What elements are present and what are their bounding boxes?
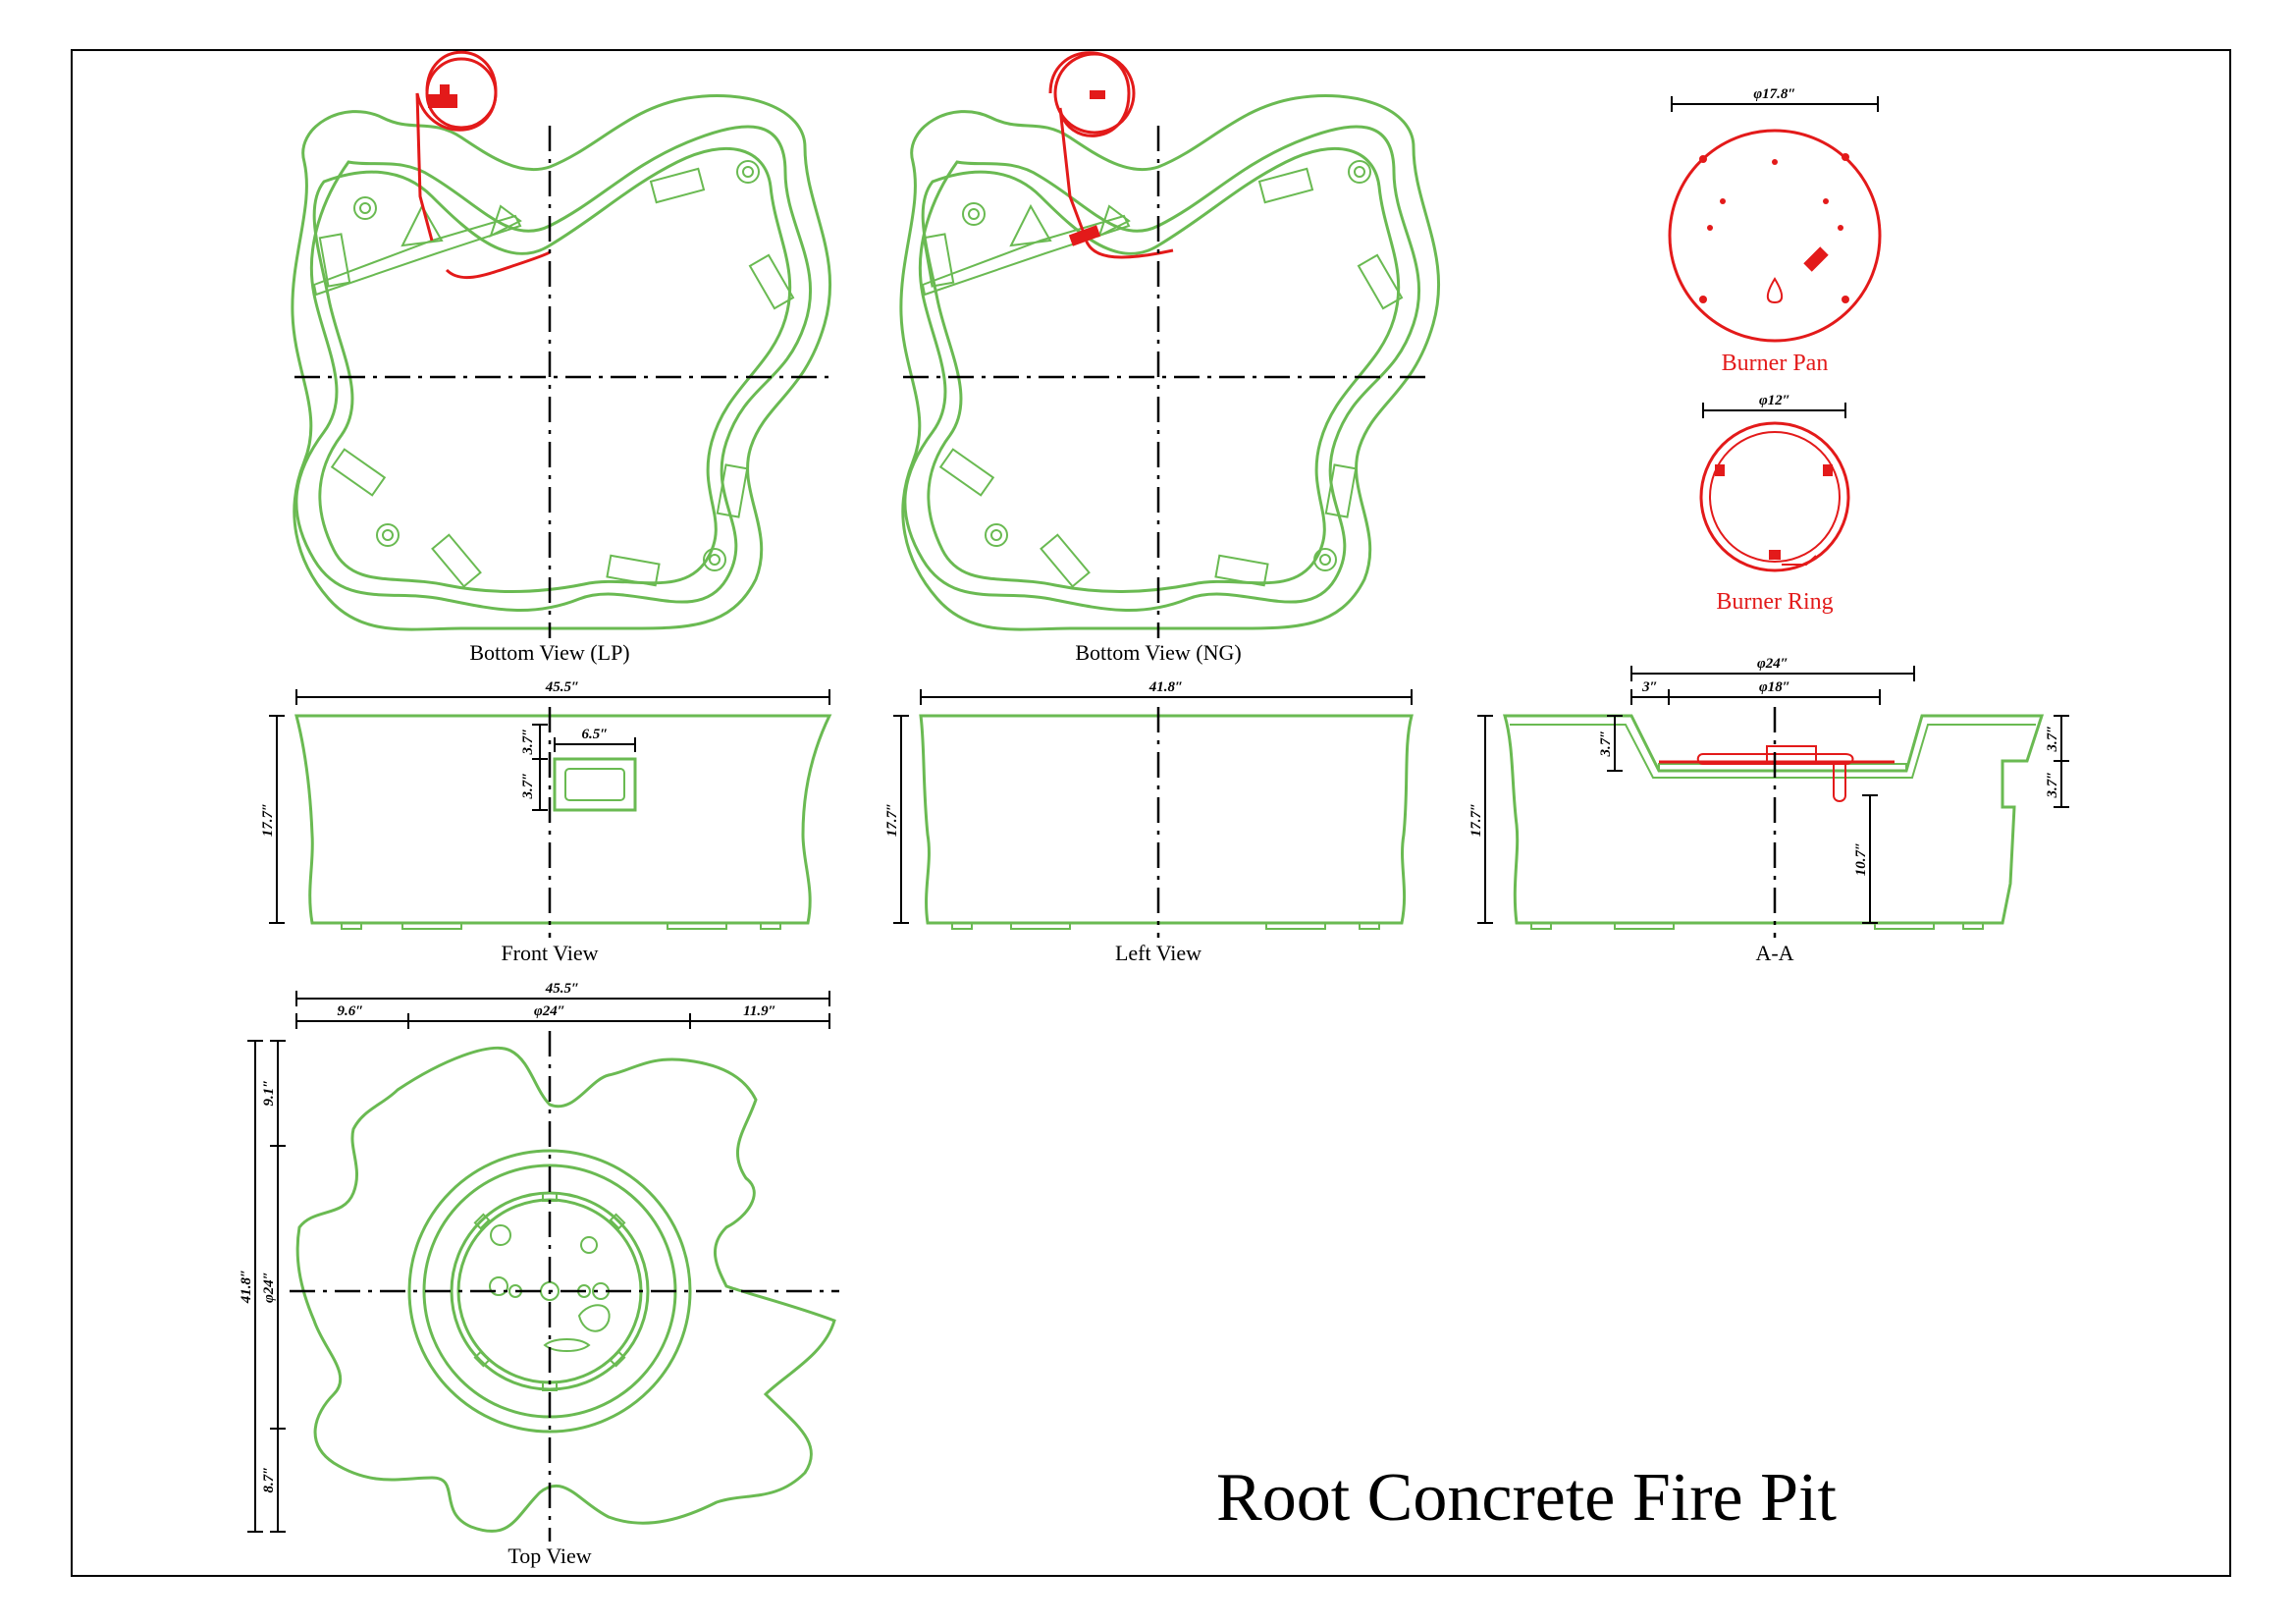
top-width-dim: 45.5″ xyxy=(545,981,580,997)
burner-ring-label: Burner Ring xyxy=(1716,589,1833,615)
top-bowl-v-dim: φ24″ xyxy=(261,1272,277,1303)
bottom-view-ng xyxy=(899,51,1441,638)
left-width-dim: 41.8″ xyxy=(1148,679,1184,695)
aa-side2-dim: 3.7″ xyxy=(2045,771,2060,798)
aa-burner-height-dim: 10.7″ xyxy=(1853,842,1869,877)
left-view xyxy=(893,689,1414,938)
top-bowl-dim: φ24″ xyxy=(534,1003,565,1019)
burner-pan xyxy=(1668,96,1882,343)
aa-height-dim: 17.7″ xyxy=(1468,803,1484,838)
burner-pan-dim: φ17.8″ xyxy=(1753,86,1795,102)
view-label-bottom-lp: Bottom View (LP) xyxy=(469,640,629,665)
aa-ledge-dim: 3″ xyxy=(1641,679,1658,695)
aa-inner-dim: φ18″ xyxy=(1759,679,1790,695)
top-left-dim: 9.6″ xyxy=(337,1003,363,1019)
left-height-dim: 17.7″ xyxy=(884,803,900,838)
burner-ring xyxy=(1699,403,1850,572)
bottom-view-lp xyxy=(291,50,832,638)
top-upper-dim: 9.1″ xyxy=(261,1079,277,1106)
top-right-dim: 11.9″ xyxy=(743,1003,776,1019)
drawing-title: Root Concrete Fire Pit xyxy=(1216,1460,1837,1536)
aa-side1-dim: 3.7″ xyxy=(2045,725,2060,752)
aa-depth-dim: 3.7″ xyxy=(1598,730,1614,757)
front-plate-h1-dim: 3.7″ xyxy=(520,728,536,755)
view-label-bottom-ng: Bottom View (NG) xyxy=(1075,640,1241,665)
view-label-front: Front View xyxy=(501,941,598,965)
view-label-section: A-A xyxy=(1755,941,1793,965)
front-plate-width-dim: 6.5″ xyxy=(581,727,608,742)
top-view xyxy=(247,991,839,1542)
view-label-top: Top View xyxy=(507,1543,591,1568)
aa-outer-dim: φ24″ xyxy=(1757,656,1789,672)
front-width-dim: 45.5″ xyxy=(545,679,580,695)
burner-pan-label: Burner Pan xyxy=(1722,351,1829,376)
top-lower-dim: 8.7″ xyxy=(261,1466,277,1492)
front-height-dim: 17.7″ xyxy=(260,803,276,838)
view-label-left: Left View xyxy=(1115,941,1201,965)
top-height-dim: 41.8″ xyxy=(239,1270,254,1305)
burner-ring-dim: φ12″ xyxy=(1759,393,1790,408)
section-a-a xyxy=(1477,666,2069,938)
sheet-border xyxy=(71,49,2231,1577)
front-plate-h2-dim: 3.7″ xyxy=(520,772,536,799)
front-view xyxy=(269,689,832,938)
